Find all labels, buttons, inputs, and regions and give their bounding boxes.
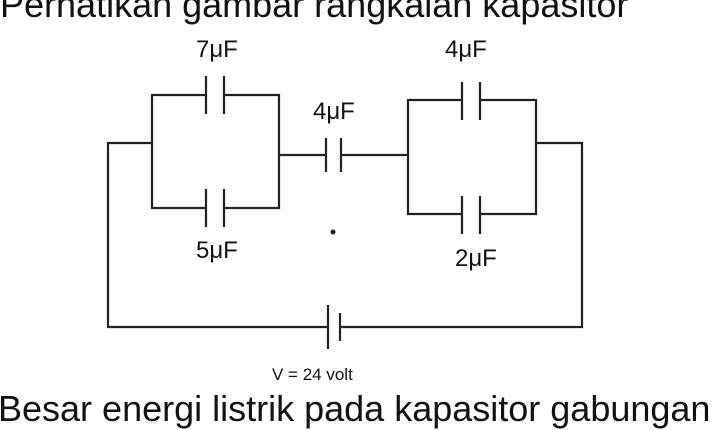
wire-right-left	[406, 98, 462, 216]
stray-dot	[330, 229, 336, 235]
wire-outer-right	[340, 141, 584, 329]
wire-right-right	[480, 98, 538, 216]
wire-outer-left	[106, 141, 328, 329]
capacitor-label-4uf-mid: 4μF	[313, 98, 355, 125]
question-text-top: Perhatikan gambar rangkaian kapasitor	[0, 0, 629, 25]
voltage-label: V = 24 volt	[272, 365, 353, 384]
wire-left-top-right	[224, 93, 281, 210]
wire-left-top	[150, 93, 206, 210]
capacitor-label-4uf-right: 4μF	[445, 36, 487, 63]
question-text-bottom: Besar energi listrik pada kapasitor gabu…	[0, 388, 711, 429]
capacitor-label-5uf: 5μF	[196, 237, 238, 264]
capacitor-label-2uf: 2μF	[455, 245, 497, 272]
capacitor-label-7uf: 7μF	[196, 36, 238, 63]
